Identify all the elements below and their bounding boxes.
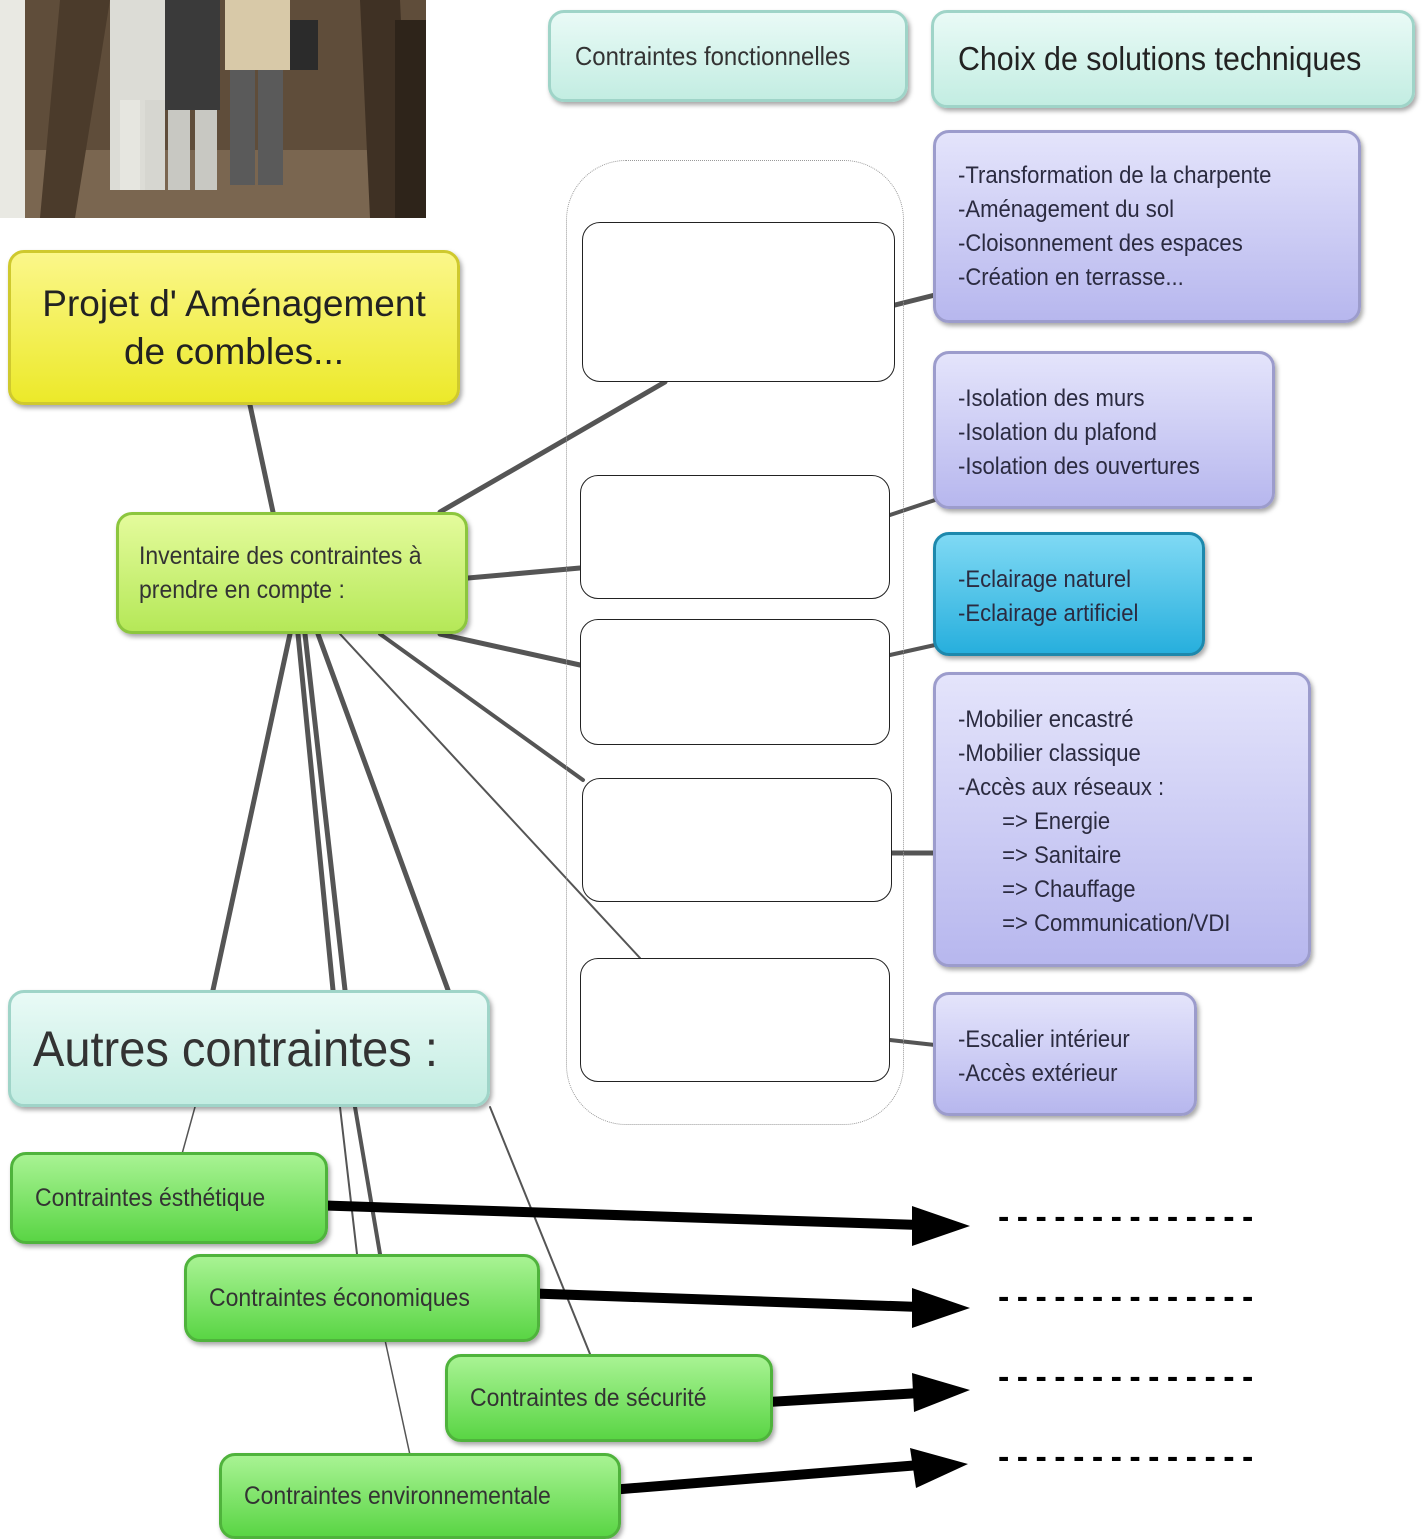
answer-line-3[interactable]: - - - - - - - - - - - - - - xyxy=(998,1358,1253,1396)
solution-item: => Energie xyxy=(1002,808,1111,835)
solution-item: -Transformation de la charpente xyxy=(958,162,1272,189)
arrow-shaft xyxy=(751,1388,921,1408)
solution-structure-list: -Transformation de la charpente -Aménage… xyxy=(958,159,1326,295)
arrow-shaft xyxy=(309,1200,921,1230)
solution-item: -Isolation des murs xyxy=(958,385,1145,412)
connector-line xyxy=(384,1339,411,1456)
connector-line xyxy=(888,498,937,517)
connector-line xyxy=(892,292,938,308)
solution-item: -Mobilier encastré xyxy=(958,706,1134,733)
header-technical-solutions: Choix de solutions techniques xyxy=(931,10,1415,108)
solution-item: => Communication/VDI xyxy=(1002,910,1231,937)
arrow-head xyxy=(910,1448,968,1488)
arrow-head xyxy=(912,1288,970,1328)
answer-box-4[interactable] xyxy=(582,778,892,902)
connector-line xyxy=(465,565,583,581)
solution-item: -Escalier intérieur xyxy=(958,1026,1130,1053)
answer-box-1[interactable] xyxy=(582,222,895,382)
project-title: Projet d' Aménagement de combles... xyxy=(42,282,426,372)
attic-photo-illustration xyxy=(0,0,426,218)
answer-box-2[interactable] xyxy=(580,475,890,599)
constraint-label: Contraintes de sécurité xyxy=(470,1383,707,1412)
solution-insulation-list: -Isolation des murs -Isolation du plafon… xyxy=(958,382,1247,484)
constraint-aesthetic: Contraintes ésthétique xyxy=(10,1152,328,1244)
header-functional-constraints: Contraintes fonctionnelles xyxy=(548,10,908,102)
solution-item: -Création en terrasse... xyxy=(958,264,1184,291)
solution-item: => Sanitaire xyxy=(1002,842,1122,869)
solution-item: -Accès extérieur xyxy=(958,1060,1118,1087)
solution-item: -Isolation des ouvertures xyxy=(958,453,1200,480)
solution-insulation: -Isolation des murs -Isolation du plafon… xyxy=(933,351,1275,509)
connector-line xyxy=(295,631,336,993)
solution-item: -Mobilier classique xyxy=(958,740,1141,767)
connector-line xyxy=(437,379,668,515)
solution-item: -Eclairage artificiel xyxy=(958,600,1139,627)
other-constraints-label: Autres contraintes : xyxy=(33,1020,438,1077)
solution-item: -Eclairage naturel xyxy=(958,566,1132,593)
answer-line-4[interactable]: - - - - - - - - - - - - - - xyxy=(998,1438,1253,1476)
answer-line-1[interactable]: - - - - - - - - - - - - - - xyxy=(998,1198,1253,1236)
connector-line xyxy=(339,633,641,959)
constraint-safety: Contraintes de sécurité xyxy=(445,1354,773,1442)
header-solutions-label: Choix de solutions techniques xyxy=(958,40,1362,77)
connector-line xyxy=(437,631,583,668)
connector-line xyxy=(339,1106,358,1255)
solution-access-list: -Escalier intérieur -Accès extérieur xyxy=(958,1023,1175,1091)
solution-item: -Isolation du plafond xyxy=(958,419,1157,446)
solution-furniture: -Mobilier encastré -Mobilier classique -… xyxy=(933,672,1311,967)
project-title-node: Projet d' Aménagement de combles... xyxy=(8,250,460,405)
solution-item: => Chauffage xyxy=(1002,876,1136,903)
other-constraints-node: Autres contraintes : xyxy=(8,990,490,1107)
inventory-node: Inventaire des contraintes à prendre en … xyxy=(116,512,468,634)
solution-lighting-list: -Eclairage naturel -Eclairage artificiel xyxy=(958,563,1182,631)
constraint-label: Contraintes ésthétique xyxy=(35,1183,266,1212)
answer-line-2[interactable]: - - - - - - - - - - - - - - xyxy=(998,1278,1253,1316)
arrow-head xyxy=(912,1373,970,1412)
solution-access: -Escalier intérieur -Accès extérieur xyxy=(933,992,1197,1116)
constraint-economic: Contraintes économiques xyxy=(184,1254,540,1342)
answer-box-3[interactable] xyxy=(580,619,890,745)
connector-line xyxy=(888,1038,937,1047)
connector-line xyxy=(378,632,585,782)
solution-item: -Aménagement du sol xyxy=(958,196,1175,223)
solution-item: -Accès aux réseaux : xyxy=(958,774,1165,801)
arrow-head xyxy=(912,1206,970,1246)
arrow-shaft xyxy=(519,1288,921,1312)
constraint-label: Contraintes économiques xyxy=(209,1283,470,1312)
answer-box-5[interactable] xyxy=(580,958,890,1082)
solution-item: -Cloisonnement des espaces xyxy=(958,230,1243,257)
connector-line xyxy=(315,631,451,993)
solution-furniture-list: -Mobilier encastré -Mobilier classique -… xyxy=(958,703,1280,941)
solution-structure: -Transformation de la charpente -Aménage… xyxy=(933,130,1361,323)
connector-line xyxy=(247,402,276,515)
inventory-label: Inventaire des contraintes à prendre en … xyxy=(139,542,422,604)
header-functional-label: Contraintes fonctionnelles xyxy=(575,40,851,71)
solution-lighting: -Eclairage naturel -Eclairage artificiel xyxy=(933,532,1205,656)
constraint-label: Contraintes environnementale xyxy=(244,1481,551,1510)
connector-line xyxy=(210,631,293,993)
connector-line xyxy=(302,631,348,993)
functional-constraints-frame xyxy=(566,160,904,1125)
arrow-shaft xyxy=(609,1460,921,1495)
attic-photo xyxy=(0,0,426,218)
constraint-environmental: Contraintes environnementale xyxy=(219,1453,621,1539)
connector-line xyxy=(353,1105,382,1256)
connector-line xyxy=(489,1106,591,1355)
connector-line xyxy=(181,1106,196,1155)
connector-line xyxy=(888,643,937,657)
